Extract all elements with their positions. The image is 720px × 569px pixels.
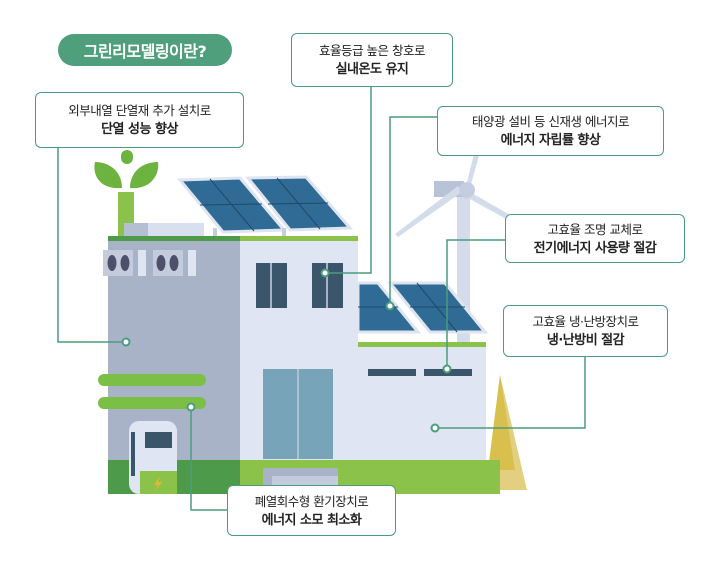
callout-text: 태양광 설비 등 신재생 에너지로: [472, 114, 629, 129]
callout-windows: 효율등급 높은 창호로 실내온도 유지: [291, 33, 453, 87]
callout-text: 외부내열 단열재 추가 설치로: [68, 103, 211, 118]
callout-hvac: 고효율 냉·난방장치로 냉·난방비 절감: [503, 305, 668, 357]
callout-headline: 에너지 소모 최소화: [261, 512, 362, 528]
callout-headline: 전기에너지 사용량 절감: [533, 240, 657, 256]
callout-headline: 냉·난방비 절감: [546, 333, 625, 348]
callout-text: 고효율 조명 교체로: [547, 221, 643, 237]
callout-text: 고효율 냉·난방장치로: [532, 314, 639, 329]
callout-insulation: 외부내열 단열재 추가 설치로 단열 성능 향상: [35, 92, 244, 148]
callout-renewable: 태양광 설비 등 신재생 에너지로 에너지 자립률 향상: [437, 106, 664, 156]
callout-text: 폐열회수형 환기장치로: [254, 493, 369, 509]
ev-charger: [129, 421, 177, 494]
callout-text: 효율등급 높은 창호로: [319, 43, 425, 58]
callout-headline: 실내온도 유지: [335, 62, 409, 77]
callout-headline: 단열 성능 향상: [101, 122, 178, 137]
callout-ventilation: 폐열회수형 환기장치로 에너지 소모 최소화: [227, 485, 396, 536]
solar-panels-roof: [176, 175, 354, 238]
title-badge: 그린리모델링이란?: [58, 34, 232, 66]
callout-lighting: 고효율 조명 교체로 전기에너지 사용량 절감: [505, 214, 685, 263]
connector-lines: [57, 87, 586, 511]
callout-headline: 에너지 자립률 향상: [500, 133, 601, 148]
connector-dots: [121, 268, 452, 433]
